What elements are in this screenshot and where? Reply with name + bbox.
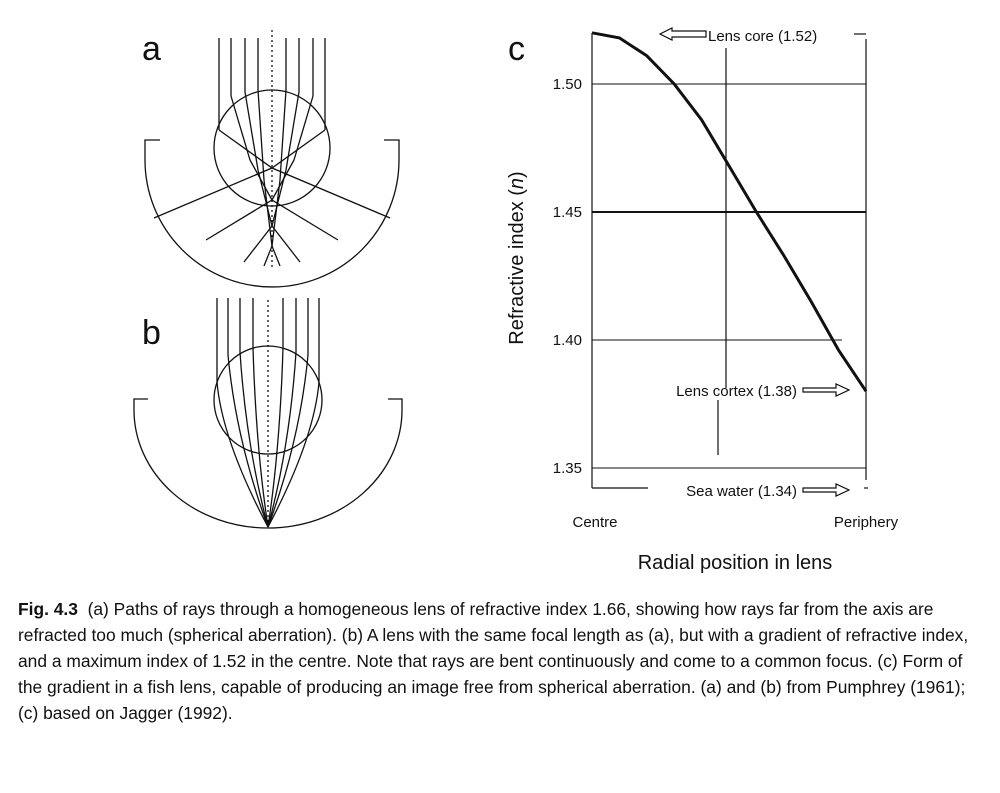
arrow-lens-core-icon	[658, 27, 707, 41]
x-axis-label: Radial position in lens	[638, 552, 833, 574]
y-axis-label-var: n	[506, 178, 528, 189]
panel-b-focused-rays	[216, 347, 320, 528]
annotation-lens-core-text: Lens core (1.52)	[708, 28, 817, 45]
annotation-lens-core: Lens core (1.52)	[658, 27, 817, 45]
panel-c-label: c	[508, 30, 525, 68]
panel-b-eyecup	[133, 409, 403, 529]
panel-a-eyecup	[144, 159, 400, 288]
panel-a-label: a	[142, 30, 161, 68]
plot-frame	[591, 33, 868, 489]
y-tick-3: 1.50	[553, 76, 582, 93]
figure-caption: Fig. 4.3 (a) Paths of rays through a hom…	[18, 596, 983, 726]
annotation-sea-water: Sea water (1.34)	[648, 479, 851, 500]
panel-b-rim-right	[388, 398, 403, 410]
panel-c-chart: c 1.351.401.451.50 Refractive index (n) …	[506, 27, 899, 574]
figure-4-3: a b	[133, 27, 899, 574]
arrow-lens-cortex-icon	[802, 383, 851, 397]
annotation-lens-cortex: Lens cortex (1.38)	[676, 383, 851, 400]
panel-a-rim-right	[384, 139, 400, 160]
panel-a-rim-left	[144, 139, 160, 160]
arrow-sea-water-icon	[802, 483, 851, 497]
y-tick-0: 1.35	[553, 460, 582, 477]
panel-b-rim-left	[133, 398, 148, 410]
y-tick-labels: 1.35 1.40 1.45 1.50	[553, 76, 582, 477]
panel-a-lens	[213, 89, 331, 207]
y-axis-label-main: Refractive index (	[506, 189, 528, 345]
series-line-0	[591, 31, 868, 393]
caption-text: (a) Paths of rays through a homogeneous …	[18, 599, 969, 723]
annotation-sea-water-text: Sea water (1.34)	[686, 483, 797, 500]
panel-b-label: b	[142, 314, 161, 352]
annotation-lens-cortex-text: Lens cortex (1.38)	[676, 383, 797, 400]
y-tick-2: 1.45	[553, 204, 582, 221]
panel-a-refracted-rays	[153, 89, 391, 267]
series-layer	[591, 31, 868, 393]
x-category-centre: Centre	[572, 514, 617, 531]
y-axis-label: Refractive index (n)	[506, 171, 528, 344]
y-tick-1: 1.40	[553, 332, 582, 349]
panel-a-diagram: a	[142, 30, 400, 288]
panel-a-incoming-rays	[218, 38, 326, 130]
y-axis-label-close: )	[506, 171, 528, 178]
caption-lead: Fig. 4.3	[18, 599, 78, 619]
x-category-periphery: Periphery	[834, 514, 899, 531]
panel-b-incoming-rays	[216, 298, 320, 382]
panel-b-diagram: b	[133, 298, 403, 529]
